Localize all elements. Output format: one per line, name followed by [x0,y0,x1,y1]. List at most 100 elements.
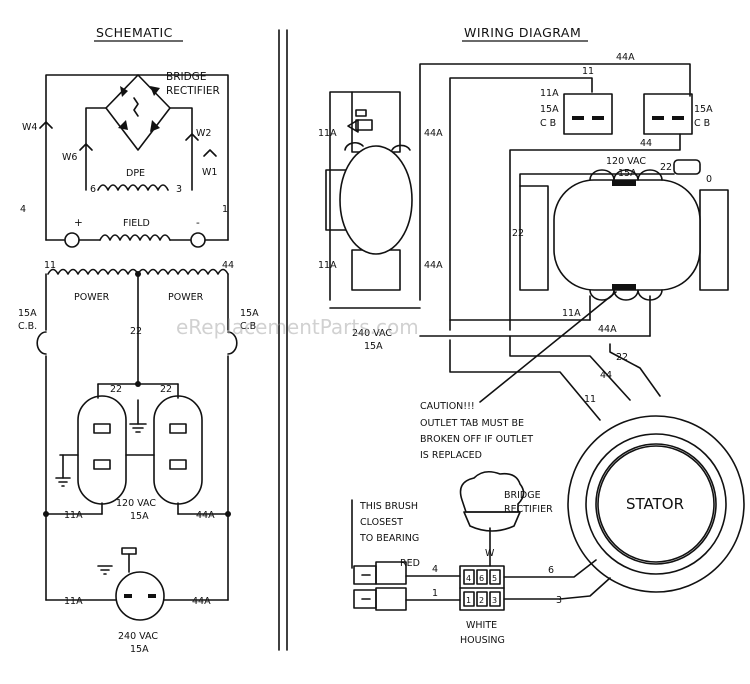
outlet-22-right: 22 [160,384,172,395]
brush-icon [353,561,407,611]
label-11-top: 11 [582,66,594,77]
dpe-coil [97,184,169,191]
label-22-side: 22 [512,228,524,239]
terminal-1-label: 1 [466,596,471,605]
caution-line-3: BROKEN OFF IF OUTLET [420,434,533,445]
outlet-120vac-bracket-icon [519,159,729,301]
label-44-diag: 44 [600,370,612,381]
node-11a-120 [43,511,49,517]
schematic-outer-wire [45,74,229,241]
wire-44a-top [419,63,691,301]
brush-plus-icon [64,232,80,248]
cb-left-box [563,93,613,135]
terminal-6-label: 6 [479,574,484,583]
label-11a-top: 11A [540,88,559,99]
terminal-4 [463,569,475,585]
ground-icon [129,399,147,433]
caution-leader-line [479,291,617,403]
outlet-120-label-1: 120 VAC [606,156,646,167]
wire-1-label: 1 [432,588,438,599]
diode-icon [118,86,160,132]
wire-44-loop [509,133,681,331]
node-44a-120 [225,511,231,517]
bridge-rectifier-diamond [105,74,171,151]
terminal-3 [489,591,501,607]
label-11a-right: 11A [562,308,581,319]
field-coil [99,234,171,241]
wire-6 [503,559,597,578]
connector-w2-icon [185,133,199,141]
bridge-label-2: RECTIFIER [166,85,220,97]
label-22: 22 [130,326,142,337]
stator-label: STATOR [626,495,684,513]
label-11a-left: 11A [318,128,337,139]
cb-right-label-2: C.B [240,321,256,332]
label-w1: W1 [202,167,217,178]
terminal-6 [476,569,488,585]
terminal-4-label: 4 [466,574,471,583]
outlet-240vac-icon [97,547,165,621]
bridge-label-1: BRIDGE [504,490,541,501]
wire-w2 [169,107,193,191]
connector-w4-icon [39,121,53,129]
bridge-label-1: BRIDGE [166,71,206,83]
red-label: RED [400,558,420,569]
field-plus: + [74,217,83,229]
field-minus: - [196,217,200,229]
dpe-label: DPE [126,168,145,179]
cb-right-terminal [652,116,664,120]
brush-label-1: THIS BRUSH [359,501,418,512]
caution-title: CAUTION!!! [420,401,475,412]
label-44a-left-2: 44A [424,260,443,271]
watermark: eReplacementParts.com [176,315,419,339]
label-w2: W2 [196,128,211,139]
wire-11a-outlet-left [329,91,353,301]
label-44a-240: 44A [192,596,211,607]
bridge-rectifier-icon [459,470,525,567]
label-4: 4 [20,204,26,215]
wire-4-label: 4 [432,564,438,575]
cb-right-label-1: 15A [694,104,713,115]
cb-left-label-1: 15A [18,308,37,319]
cb-left-label-2: C B [540,118,556,129]
outlet-120vac-icon [55,383,203,505]
bridge-center-mark [133,97,139,117]
wire-44-stator [509,335,631,401]
dpe-terminal-6: 6 [90,184,96,195]
label-11a-240: 11A [64,596,83,607]
cb-right-box [643,93,693,135]
wire-22-top [519,173,675,187]
housing-label-2: HOUSING [460,635,505,646]
wiring-section: 44A 11 11A 15A C B 15A C B 44 11A [318,52,745,646]
dpe-terminal-3: 3 [176,184,182,195]
brush-label-2: CLOSEST [360,517,403,528]
wire-11-top [449,77,593,331]
cb-left-label-1: 15A [540,104,559,115]
label-0: 0 [706,174,712,185]
power-label-left: POWER [74,292,110,303]
wire-22-stator [609,343,661,397]
label-11: 11 [44,260,56,271]
bridge-label-2: RECTIFIER [504,504,553,515]
terminal-5 [489,569,501,585]
label-44: 44 [222,260,234,271]
cb-right-terminal-2 [672,116,684,120]
outlet-240-label-2: 15A [130,644,149,655]
wire-3 [503,577,611,600]
label-44a-top: 44A [616,52,635,63]
label-44a-left: 44A [424,128,443,139]
outlet-240vac-bracket-icon [325,91,413,291]
label-w4: W4 [22,122,37,133]
cb-left-label-2: C.B. [18,321,37,332]
caution-line-2: OUTLET TAB MUST BE [420,418,524,429]
terminal-1 [463,591,475,607]
terminal-3-label: 3 [492,596,497,605]
label-44-cb: 44 [640,138,652,149]
schematic-title: SCHEMATIC [96,25,173,40]
cb-right-label-1: 15A [240,308,259,319]
label-11a-left-2: 11A [318,260,337,271]
outlet-22-left: 22 [110,384,122,395]
cb-left-terminal-2 [592,116,604,120]
